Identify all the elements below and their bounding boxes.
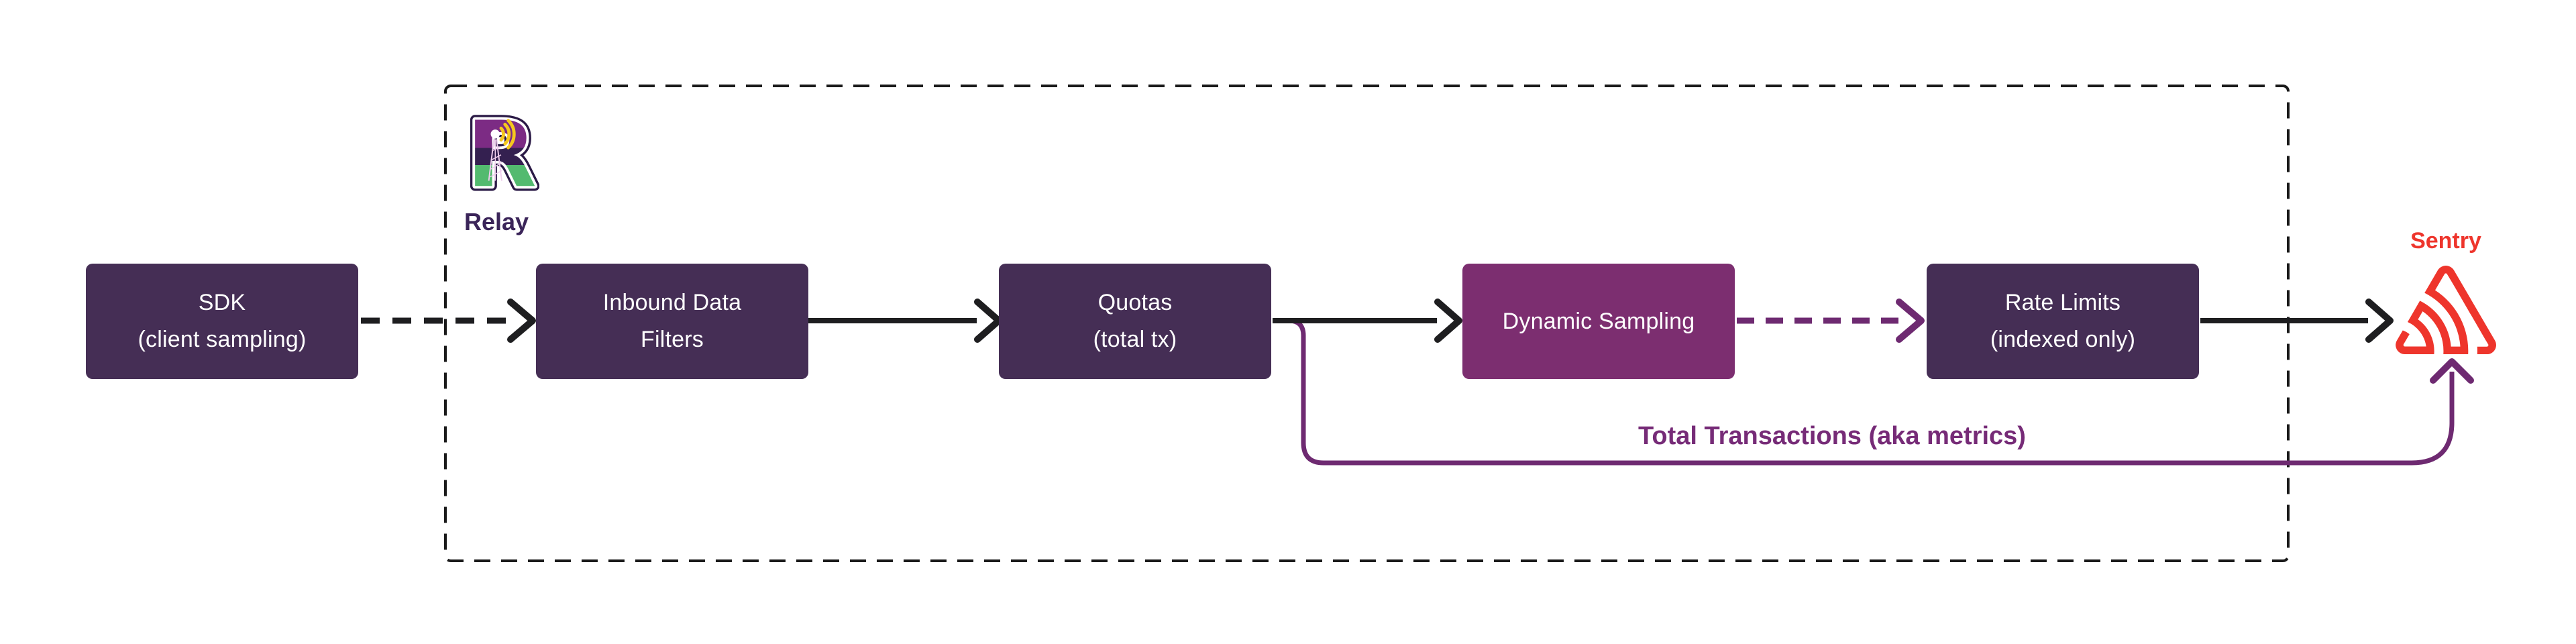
relay-group-label: Relay	[464, 208, 529, 235]
edge-quotas-to-dynamic	[1273, 299, 1462, 343]
edge-quotas-to-sentry-metrics	[1273, 318, 2474, 466]
edge-sdk-to-inbound	[361, 299, 536, 343]
metrics-flow-label: Total Transactions (aka metrics)	[1638, 422, 2026, 450]
svg-text:R: R	[467, 105, 537, 197]
svg-text:R: R	[467, 105, 537, 197]
node-inbound-data-filters: Inbound Data Filters	[536, 264, 808, 379]
arrowhead-right-icon	[2365, 299, 2394, 343]
node-ratelimits-line2: (indexed only)	[1990, 327, 2136, 352]
node-sdk: SDK (client sampling)	[86, 264, 358, 379]
node-inbound-line1: Inbound Data	[602, 290, 742, 315]
arrowhead-right-icon	[507, 299, 536, 343]
radio-tower-icon	[488, 139, 503, 181]
tower-beacon-icon	[490, 129, 500, 139]
sentry-label: Sentry	[2410, 228, 2481, 254]
node-ratelimits-line1: Rate Limits	[2004, 290, 2121, 315]
signal-waves-icon	[499, 119, 516, 150]
arrowhead-right-icon	[1896, 299, 1925, 343]
svg-text:R: R	[467, 105, 537, 197]
arrowhead-right-icon	[974, 299, 1002, 343]
edge-ratelimits-to-sentry	[2200, 299, 2394, 343]
node-quotas-line2: (total tx)	[1093, 327, 1177, 352]
node-quotas: Quotas (total tx)	[999, 264, 1271, 379]
node-sdk-line1: SDK	[198, 290, 246, 315]
node-dynamic-sampling: Dynamic Sampling	[1462, 264, 1735, 379]
relay-logo-icon: R R R	[462, 105, 539, 197]
arrowhead-up-icon	[2430, 358, 2474, 384]
edge-inbound-to-quotas	[808, 299, 1002, 343]
node-quotas-line1: Quotas	[1097, 290, 1173, 315]
edge-dynamic-to-ratelimits	[1737, 299, 1925, 343]
node-sdk-line2: (client sampling)	[138, 327, 307, 352]
sentry-logo-icon	[2396, 266, 2496, 354]
arrowhead-right-icon	[1434, 299, 1462, 343]
node-rate-limits: Rate Limits (indexed only)	[1927, 264, 2199, 379]
node-dynamic-line1: Dynamic Sampling	[1502, 308, 1695, 334]
node-inbound-line2: Filters	[641, 327, 704, 352]
